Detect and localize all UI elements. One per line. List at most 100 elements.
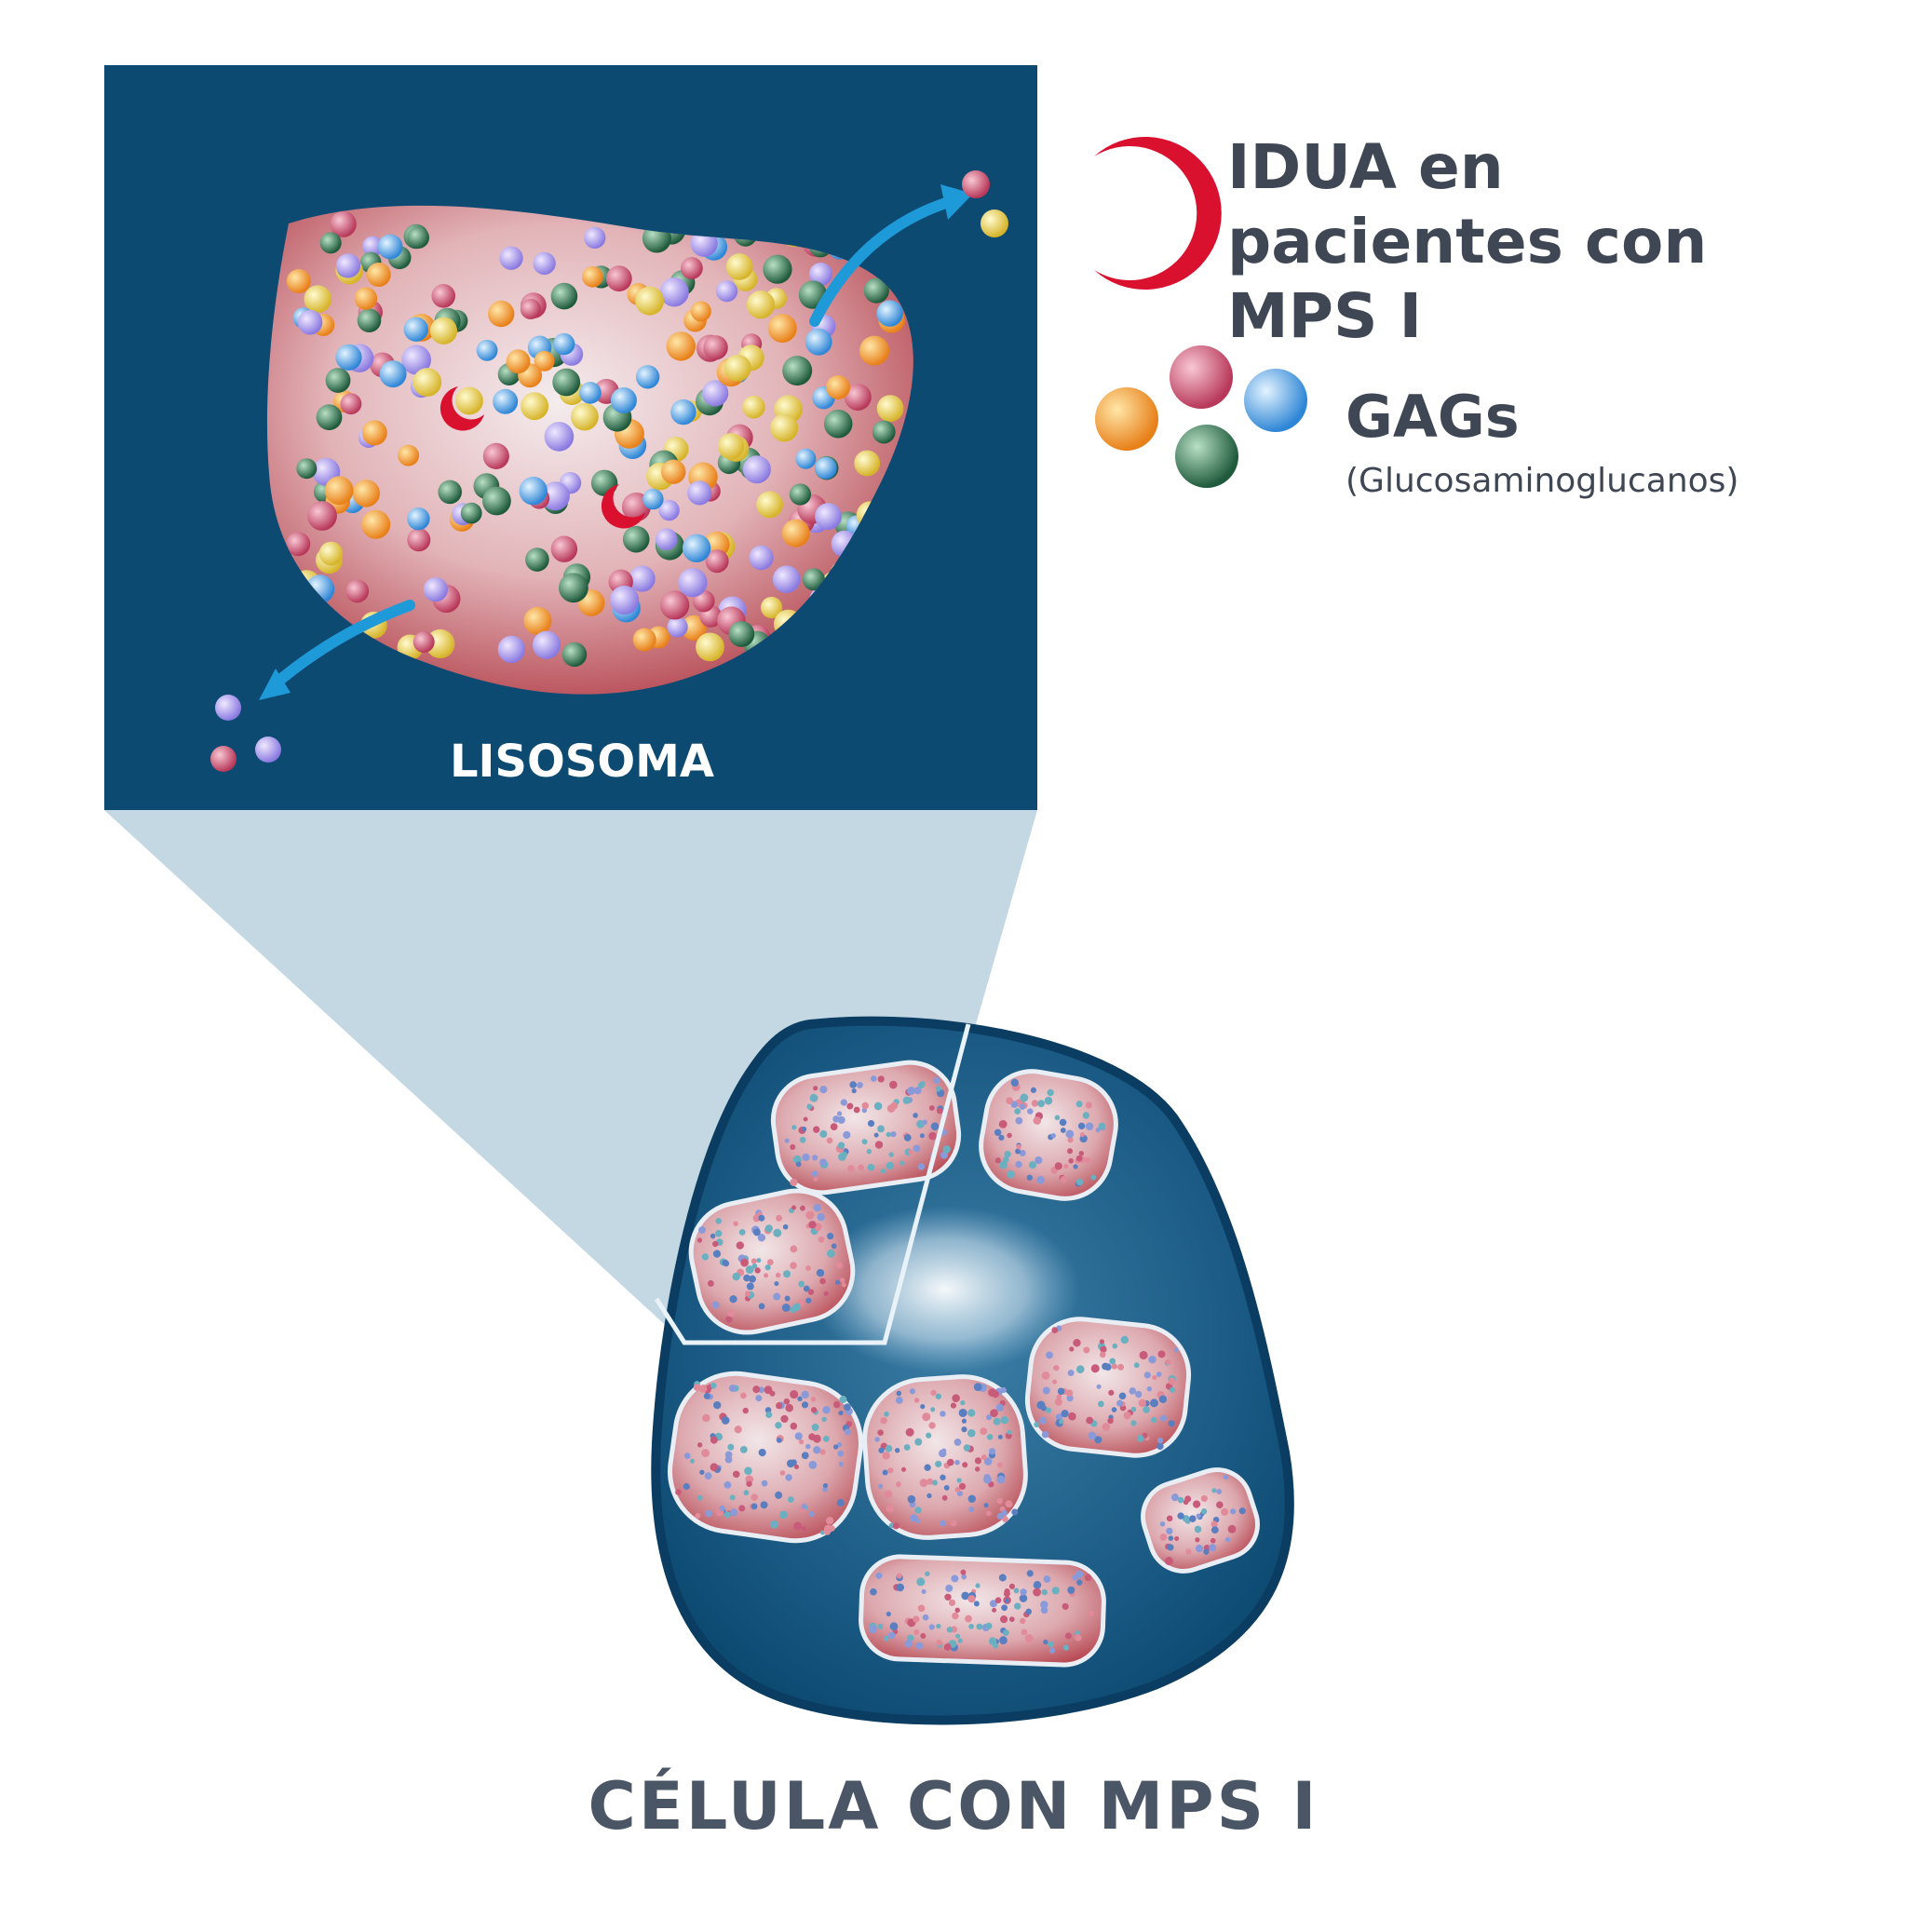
small-lysosome bbox=[1141, 1467, 1260, 1574]
gag-molecule bbox=[316, 404, 343, 431]
gag-molecule bbox=[297, 309, 323, 335]
gag-molecule bbox=[696, 632, 724, 662]
arrow-icon bbox=[259, 600, 415, 700]
gag-molecule bbox=[559, 573, 588, 603]
gag-molecule bbox=[770, 413, 799, 442]
gag-molecule bbox=[318, 541, 344, 566]
gag-molecule bbox=[401, 345, 431, 375]
gag-molecule bbox=[635, 365, 660, 389]
gag-molecule bbox=[407, 226, 430, 249]
gag-molecule bbox=[622, 525, 650, 553]
gag-molecule bbox=[438, 480, 463, 505]
gag-molecule bbox=[629, 565, 656, 592]
gag-molecule bbox=[423, 577, 448, 602]
gag-molecule bbox=[520, 298, 541, 319]
gag-molecule bbox=[767, 314, 797, 344]
lysosome-label: LISOSOMA bbox=[449, 736, 715, 788]
small-lysosome bbox=[688, 1188, 856, 1335]
gag-molecule bbox=[544, 422, 575, 452]
released-gag-molecules bbox=[210, 170, 1008, 772]
gag-molecule bbox=[863, 277, 889, 304]
gag-molecule bbox=[352, 480, 380, 507]
gag-molecule bbox=[742, 396, 765, 419]
gag-molecule bbox=[781, 519, 810, 547]
gag-molecule bbox=[854, 450, 881, 477]
gag-molecule bbox=[772, 565, 801, 593]
gag-molecule bbox=[826, 375, 850, 399]
gag-molecule bbox=[844, 384, 872, 411]
gag-molecule bbox=[413, 631, 435, 653]
gag-molecule bbox=[552, 368, 581, 397]
gag-molecule bbox=[579, 382, 602, 404]
gag-molecule bbox=[361, 509, 391, 539]
gag-molecule bbox=[519, 477, 548, 506]
small-lysosome bbox=[859, 1554, 1106, 1668]
cell-nucleus bbox=[810, 1206, 1080, 1373]
gag-molecule bbox=[658, 499, 680, 521]
gag-molecule bbox=[345, 579, 370, 603]
gag-molecule bbox=[497, 635, 526, 664]
gag-molecule bbox=[661, 459, 686, 484]
gag-molecule bbox=[761, 596, 783, 619]
gag-molecule bbox=[705, 549, 729, 574]
gag-molecule bbox=[667, 616, 688, 638]
gag-molecule bbox=[525, 547, 549, 572]
idua-legend-text: IDUA en pacientes con MPS I bbox=[1227, 131, 1708, 352]
gag-molecule bbox=[724, 354, 751, 382]
gag-molecule bbox=[286, 532, 311, 557]
gag-molecule bbox=[407, 528, 431, 552]
gag-molecule bbox=[324, 476, 354, 506]
gag-molecule bbox=[756, 491, 783, 519]
gag-molecule bbox=[584, 226, 606, 249]
gag-molecule bbox=[659, 277, 689, 307]
gag-molecule bbox=[482, 442, 509, 469]
small-lysosome bbox=[770, 1060, 962, 1196]
gag-molecule bbox=[357, 308, 382, 333]
small-lysosome bbox=[862, 1374, 1028, 1540]
gag-molecule bbox=[681, 615, 707, 642]
gag-molecule bbox=[361, 420, 387, 446]
gag-molecule bbox=[330, 210, 357, 237]
gag-molecule bbox=[815, 457, 837, 480]
mps-cell bbox=[651, 1016, 1294, 1725]
arrow-icon bbox=[809, 184, 973, 327]
gag-molecule bbox=[506, 349, 531, 374]
gag-molecule bbox=[340, 393, 362, 415]
gag-molecule bbox=[610, 387, 637, 413]
gag-molecule bbox=[687, 480, 712, 506]
gag-molecule bbox=[725, 253, 753, 280]
gag-molecule bbox=[815, 503, 842, 530]
gag-molecule bbox=[690, 301, 711, 322]
gag-molecule bbox=[319, 232, 342, 254]
gag-molecule bbox=[561, 642, 588, 668]
gag-molecule bbox=[859, 335, 889, 366]
gag-molecule bbox=[431, 284, 456, 308]
gag-molecule bbox=[335, 253, 361, 278]
gag-molecule bbox=[377, 234, 403, 260]
gag-molecule bbox=[742, 455, 771, 484]
gag-molecule bbox=[872, 420, 896, 444]
gag-molecule bbox=[460, 502, 482, 524]
gag-molecules-icon bbox=[1095, 345, 1307, 488]
gag-molecule bbox=[286, 269, 311, 293]
gag-molecule bbox=[571, 402, 599, 431]
gag-molecule bbox=[805, 328, 832, 356]
gag-molecule bbox=[682, 534, 711, 562]
small-lysosome bbox=[1024, 1317, 1192, 1458]
gag-molecule bbox=[823, 409, 853, 439]
gag-molecule bbox=[678, 568, 708, 598]
gag-molecule bbox=[455, 386, 483, 415]
gag-molecule bbox=[876, 300, 903, 327]
gag-molecule bbox=[296, 458, 318, 480]
gag-molecule bbox=[550, 282, 578, 310]
gag-molecule bbox=[476, 339, 498, 361]
gag-molecule bbox=[304, 285, 332, 314]
gag-molecule bbox=[354, 287, 378, 310]
gag-molecule bbox=[407, 507, 430, 531]
gag-molecule bbox=[429, 317, 458, 345]
gag-molecule bbox=[521, 392, 549, 421]
gag-molecule bbox=[642, 488, 664, 510]
gag-molecule bbox=[366, 263, 391, 287]
gag-molecule bbox=[728, 621, 755, 647]
